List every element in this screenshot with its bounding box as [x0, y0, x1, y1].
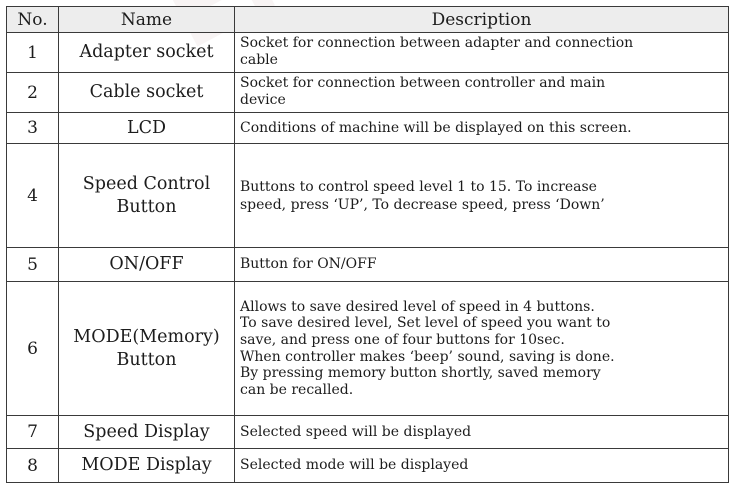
row-name: Speed Display	[58, 415, 235, 449]
table-row: 4 Speed Control Button Buttons to contro…	[6, 143, 729, 248]
row-no: 6	[6, 281, 59, 416]
row-name: LCD	[58, 112, 235, 144]
row-name: Adapter socket	[58, 32, 235, 73]
row-description: Button for ON/OFF	[234, 247, 729, 282]
row-name: MODE Display	[58, 448, 235, 483]
header-name: Name	[58, 6, 235, 33]
row-name-text: MODE(Memory) Button	[73, 326, 220, 370]
row-description: Allows to save desired level of speed in…	[234, 281, 729, 416]
row-no: 3	[6, 112, 59, 144]
row-no: 7	[6, 415, 59, 449]
row-no: 4	[6, 143, 59, 248]
header-description: Description	[234, 6, 729, 33]
table-row: 2 Cable socket Socket for connection bet…	[6, 72, 729, 113]
row-name-text: Speed Control Button	[82, 173, 211, 217]
table-row: 5 ON/OFF Button for ON/OFF	[6, 247, 729, 282]
row-description: Selected mode will be displayed	[234, 448, 729, 483]
row-description: Socket for connection between adapter an…	[234, 32, 729, 73]
table-row: 1 Adapter socket Socket for connection b…	[6, 32, 729, 73]
table-row: 3 LCD Conditions of machine will be disp…	[6, 112, 729, 144]
table-header-row: No. Name Description	[6, 6, 729, 33]
row-no: 1	[6, 32, 59, 73]
row-description-text: Allows to save desired level of speed in…	[240, 298, 615, 398]
row-description-text: Buttons to control speed level 1 to 15. …	[240, 178, 605, 213]
row-description: Buttons to control speed level 1 to 15. …	[234, 143, 729, 248]
component-table: No. Name Description 1 Adapter socket So…	[6, 6, 729, 483]
row-description-text: Socket for connection between controller…	[240, 75, 606, 108]
row-description: Conditions of machine will be displayed …	[234, 112, 729, 144]
row-name: ON/OFF	[58, 247, 235, 282]
row-name: Cable socket	[58, 72, 235, 113]
row-no: 2	[6, 72, 59, 113]
row-description-text: Button for ON/OFF	[240, 256, 377, 273]
table-row: 6 MODE(Memory) Button Allows to save des…	[6, 281, 729, 416]
row-description-text: Socket for connection between adapter an…	[240, 35, 634, 68]
row-description-text: Selected speed will be displayed	[240, 423, 472, 440]
header-no: No.	[6, 6, 59, 33]
row-description: Selected speed will be displayed	[234, 415, 729, 449]
row-name: MODE(Memory) Button	[58, 281, 235, 416]
row-description: Socket for connection between controller…	[234, 72, 729, 113]
row-description-text: Conditions of machine will be displayed …	[240, 119, 632, 136]
row-no: 5	[6, 247, 59, 282]
table-row: 7 Speed Display Selected speed will be d…	[6, 415, 729, 449]
row-name: Speed Control Button	[58, 143, 235, 248]
row-description-text: Selected mode will be displayed	[240, 457, 469, 474]
row-no: 8	[6, 448, 59, 483]
table-row: 8 MODE Display Selected mode will be dis…	[6, 448, 729, 483]
